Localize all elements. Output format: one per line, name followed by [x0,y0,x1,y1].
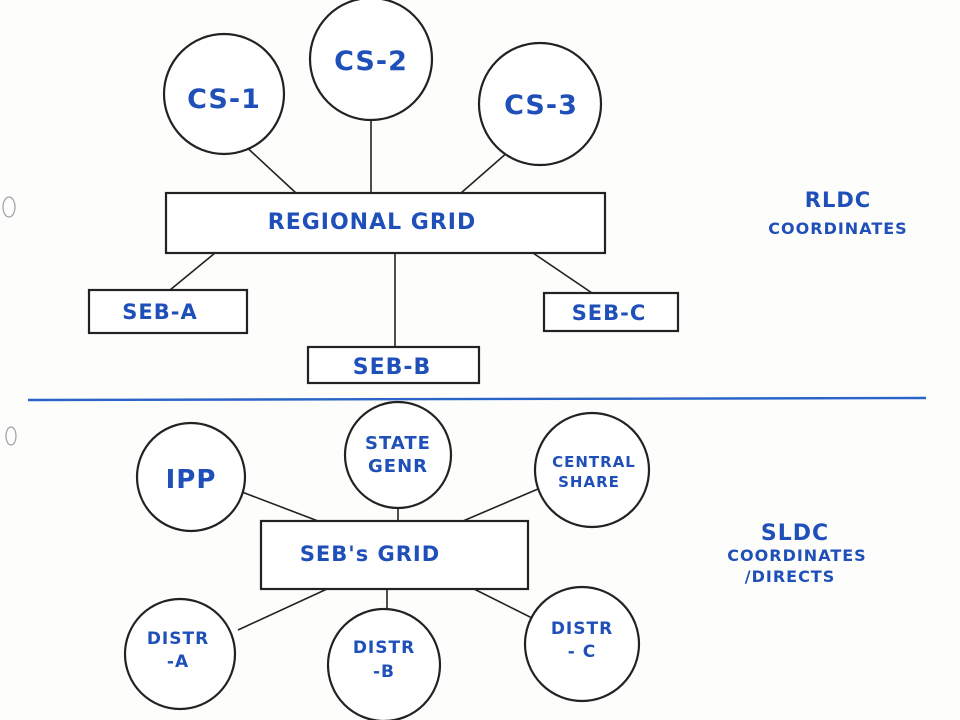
node-cs-2-label: CS-2 [334,46,408,77]
sldc-note-line1: SLDC [761,521,829,546]
node-cs-2-circle [308,0,434,122]
node-state-genr-circle [343,400,453,510]
node-distr-b-line1: DISTR [353,638,415,658]
node-distr-b: DISTR -B [326,607,442,720]
node-ipp: IPP [135,421,247,533]
link-seb-grid-distr-a [237,588,328,631]
node-distr-a-line2: -A [167,652,189,672]
node-seb-b-label: SEB-B [353,355,432,380]
rldc-note: RLDC COORDINATES [768,188,907,238]
rldc-note-line2: COORDINATES [768,219,907,238]
node-seb-b-box [306,345,481,385]
node-state-genr: STATE GENR [343,400,453,510]
node-seb-grid-box [259,519,530,591]
link-seb-grid-distr-c [473,588,541,623]
node-seb-a-box [87,288,249,335]
node-cs-3-label: CS-3 [504,90,578,121]
node-regional-grid: REGIONAL GRID [164,191,607,255]
node-distr-c-line2: - C [568,642,596,662]
node-seb-grid-label: SEB's GRID [300,542,440,566]
node-state-genr-line2: GENR [368,456,428,477]
node-cs-1-label: CS-1 [187,84,261,115]
node-seb-c-box [542,291,680,333]
node-distr-c: DISTR - C [523,585,641,703]
node-seb-c-label: SEB-C [572,301,647,325]
node-central-share: CENTRAL SHARE [533,411,651,529]
sldc-note-line2: COORDINATES [727,546,866,565]
node-distr-a: DISTR -A [123,597,237,711]
node-cs-1: CS-1 [162,32,286,156]
node-distr-a-circle [123,597,237,711]
node-state-genr-line1: STATE [365,433,431,454]
node-ipp-circle [135,421,247,533]
punch-mark-top [2,196,16,218]
node-regional-grid-box [164,191,607,255]
lower-section: IPP STATE GENR CENTRAL SHARE SEB's GRID … [123,400,866,720]
node-cs-2: CS-2 [308,0,434,122]
node-cs-3-circle [477,41,603,167]
node-distr-b-line2: -B [373,662,395,682]
node-cs-1-circle [162,32,286,156]
node-central-share-line2: SHARE [558,473,620,491]
node-central-share-circle [533,411,651,529]
upper-section: CS-1 CS-2 CS-3 REGIONAL GRID SEB-A SEB-B… [87,0,907,385]
link-ipp-seb-grid [241,491,319,522]
node-distr-a-line1: DISTR [147,629,209,649]
margin-marks [2,196,17,446]
link-central-share-seb-grid [462,488,539,522]
node-cs-3: CS-3 [477,41,603,167]
link-regional-grid-seb-a [169,252,216,291]
node-seb-grid: SEB's GRID [259,519,530,591]
link-regional-grid-seb-c [532,252,593,294]
section-divider [27,396,927,402]
sldc-note-line3: /DIRECTS [745,567,836,586]
node-regional-grid-label: REGIONAL GRID [268,210,476,235]
sldc-note: SLDC COORDINATES /DIRECTS [727,521,866,586]
node-seb-c: SEB-C [542,291,680,333]
node-distr-c-circle [523,585,641,703]
node-distr-b-circle [326,607,442,720]
node-ipp-label: IPP [166,465,217,495]
node-seb-a-label: SEB-A [122,300,197,324]
node-central-share-line1: CENTRAL [552,453,636,471]
node-distr-c-line1: DISTR [551,619,613,639]
node-seb-b: SEB-B [306,345,481,385]
node-seb-a: SEB-A [87,288,249,335]
punch-mark-bottom [5,426,17,446]
rldc-note-line1: RLDC [805,188,871,212]
